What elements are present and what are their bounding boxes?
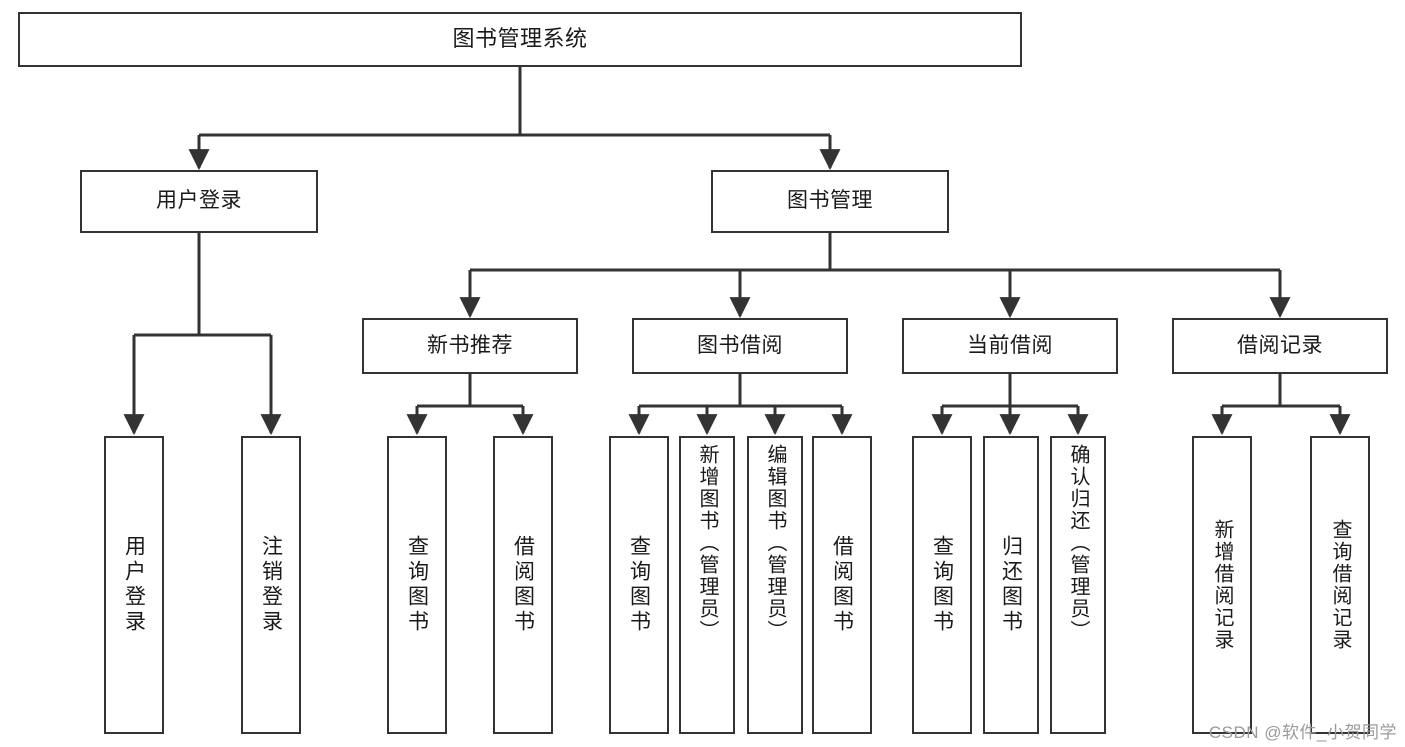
node-leaf-user-login-label: 用户登录 (122, 535, 146, 635)
node-leaf-add-record[interactable]: 新增借阅记录 (1192, 436, 1252, 734)
node-leaf-edit-book[interactable]: 编辑图书（管理员） (747, 436, 803, 734)
node-root[interactable]: 图书管理系统 (18, 12, 1022, 67)
node-leaf-user-logout-label: 注销登录 (259, 535, 283, 635)
node-leaf-edit-book-label: 编辑图书（管理员） (764, 444, 786, 642)
node-leaf-return-book-label: 归还图书 (999, 535, 1023, 635)
node-new-book-rec-label: 新书推荐 (427, 333, 513, 357)
node-book-manage-label: 图书管理 (787, 189, 873, 213)
node-leaf-borrow-book-2[interactable]: 借阅图书 (812, 436, 872, 734)
node-leaf-query-record-label: 查询借阅记录 (1329, 519, 1351, 651)
node-leaf-add-book[interactable]: 新增图书（管理员） (679, 436, 735, 734)
node-leaf-add-record-label: 新增借阅记录 (1211, 519, 1233, 651)
node-new-book-rec[interactable]: 新书推荐 (362, 318, 578, 374)
node-leaf-query-book-3-label: 查询图书 (930, 535, 954, 635)
node-current-borrow[interactable]: 当前借阅 (902, 318, 1118, 374)
node-leaf-borrow-book-2-label: 借阅图书 (830, 535, 854, 635)
node-user-login[interactable]: 用户登录 (80, 170, 318, 233)
node-leaf-confirm-return[interactable]: 确认归还（管理员） (1050, 436, 1106, 734)
node-book-manage[interactable]: 图书管理 (711, 170, 949, 233)
node-leaf-query-book-2-label: 查询图书 (627, 535, 651, 635)
node-book-borrow[interactable]: 图书借阅 (632, 318, 848, 374)
node-leaf-borrow-book-1-label: 借阅图书 (511, 535, 535, 635)
node-leaf-add-book-label: 新增图书（管理员） (696, 444, 718, 642)
node-leaf-query-book-3[interactable]: 查询图书 (912, 436, 972, 734)
csdn-watermark: CSDN @软件_小贺同学 (1208, 723, 1397, 742)
node-leaf-borrow-book-1[interactable]: 借阅图书 (493, 436, 553, 734)
node-leaf-query-record[interactable]: 查询借阅记录 (1310, 436, 1370, 734)
node-leaf-query-book-1[interactable]: 查询图书 (387, 436, 447, 734)
node-leaf-user-logout[interactable]: 注销登录 (241, 436, 301, 734)
node-borrow-record-label: 借阅记录 (1237, 333, 1323, 357)
node-book-borrow-label: 图书借阅 (697, 333, 783, 357)
node-leaf-query-book-2[interactable]: 查询图书 (609, 436, 669, 734)
node-borrow-record[interactable]: 借阅记录 (1172, 318, 1388, 374)
node-leaf-confirm-return-label: 确认归还（管理员） (1067, 444, 1089, 642)
node-leaf-query-book-1-label: 查询图书 (405, 535, 429, 635)
node-leaf-return-book[interactable]: 归还图书 (983, 436, 1039, 734)
node-root-label: 图书管理系统 (452, 26, 588, 52)
node-leaf-user-login[interactable]: 用户登录 (104, 436, 164, 734)
node-current-borrow-label: 当前借阅 (967, 333, 1053, 357)
node-user-login-label: 用户登录 (156, 189, 242, 213)
